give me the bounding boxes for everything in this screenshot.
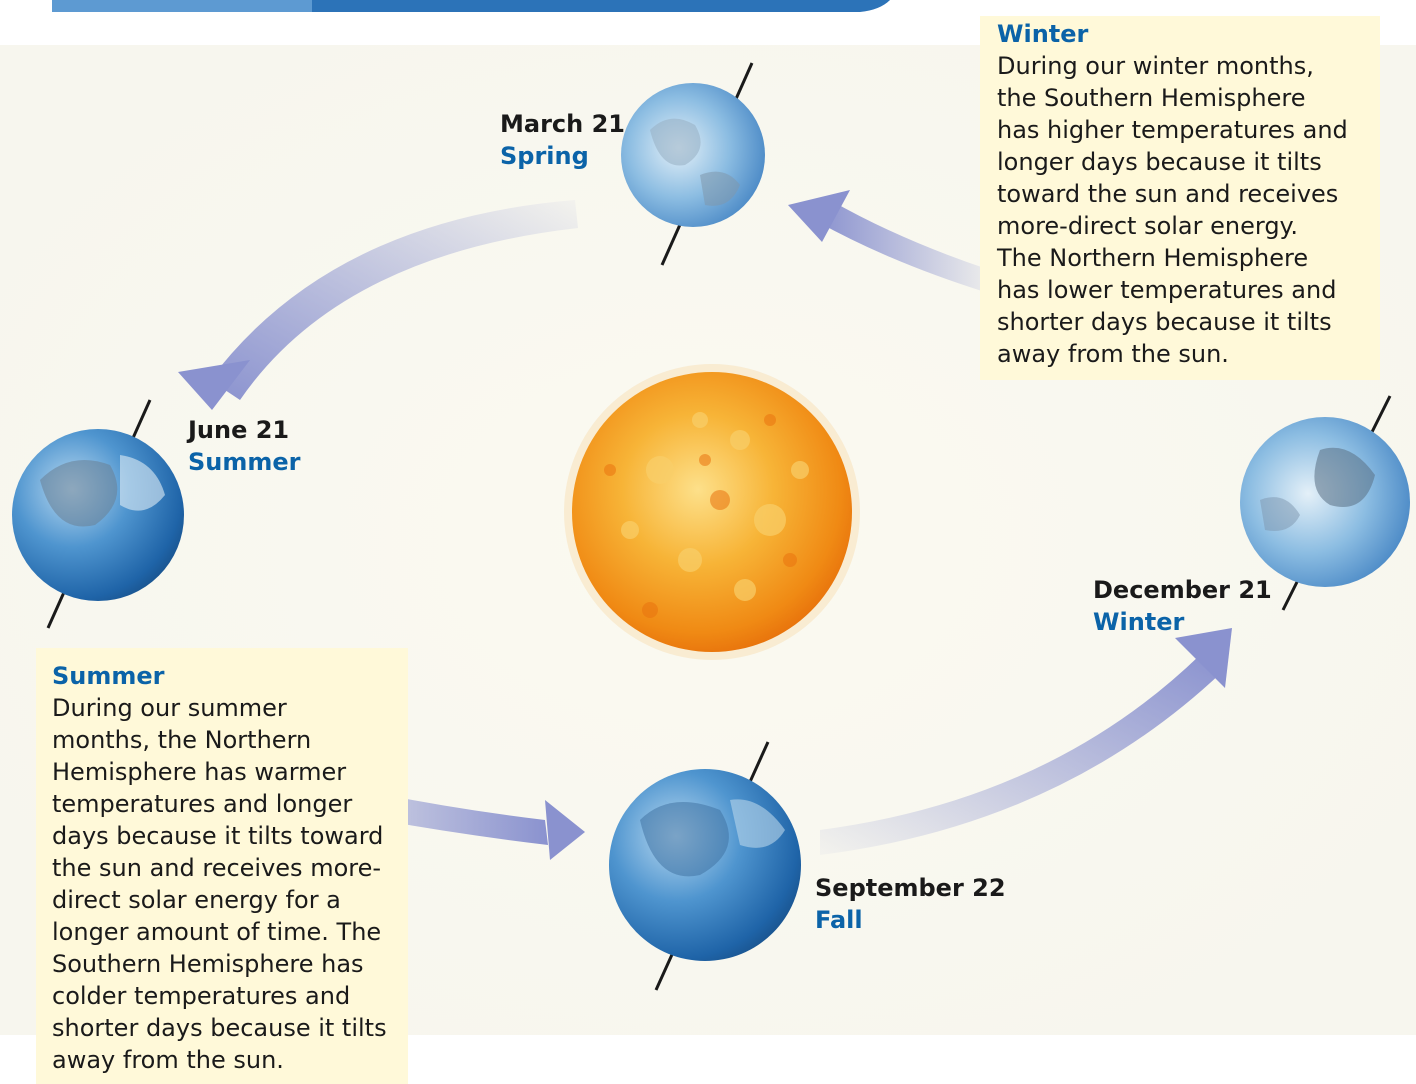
winter-note-line: longer days because it tilts [997, 146, 1380, 178]
winter-note-line: away from the sun. [997, 338, 1380, 370]
winter-note-line: toward the sun and receives [997, 178, 1380, 210]
label-season-winter: Winter [1093, 606, 1184, 638]
top-banner-tab [52, 0, 312, 12]
summer-note-line: Southern Hemisphere has [52, 948, 408, 980]
summer-note-line: days because it tilts toward [52, 820, 408, 852]
label-season-fall: Fall [815, 904, 863, 936]
summer-note-line: shorter days because it tilts [52, 1012, 408, 1044]
summer-note-line: direct solar energy for a [52, 884, 408, 916]
summer-note-line: away from the sun. [52, 1044, 408, 1076]
winter-note-line: The Northern Hemisphere [997, 242, 1380, 274]
winter-note-line: more-direct solar energy. [997, 210, 1380, 242]
summer-note-line: months, the Northern [52, 724, 408, 756]
label-date-september: September 22 [815, 872, 1006, 904]
winter-note-line: the Southern Hemisphere [997, 82, 1380, 114]
winter-note-line: has higher temperatures and [997, 114, 1380, 146]
summer-note: Summer During our summer months, the Nor… [36, 648, 408, 1084]
winter-note: Winter During our winter months, the Sou… [980, 16, 1380, 380]
summer-note-line: longer amount of time. The [52, 916, 408, 948]
summer-note-line: Hemisphere has warmer [52, 756, 408, 788]
label-season-summer: Summer [188, 446, 301, 478]
summer-note-title: Summer [52, 660, 408, 692]
summer-note-line: the sun and receives more- [52, 852, 408, 884]
winter-note-line: shorter days because it tilts [997, 306, 1380, 338]
label-date-december: December 21 [1093, 574, 1272, 606]
sun [564, 364, 860, 660]
winter-note-line: has lower temperatures and [997, 274, 1380, 306]
winter-note-title: Winter [997, 18, 1380, 50]
summer-note-line: colder temperatures and [52, 980, 408, 1012]
label-season-spring: Spring [500, 140, 589, 172]
winter-note-line: During our winter months, [997, 50, 1380, 82]
summer-note-line: temperatures and longer [52, 788, 408, 820]
summer-note-line: During our summer [52, 692, 408, 724]
label-date-june: June 21 [188, 414, 289, 446]
label-date-march: March 21 [500, 108, 625, 140]
